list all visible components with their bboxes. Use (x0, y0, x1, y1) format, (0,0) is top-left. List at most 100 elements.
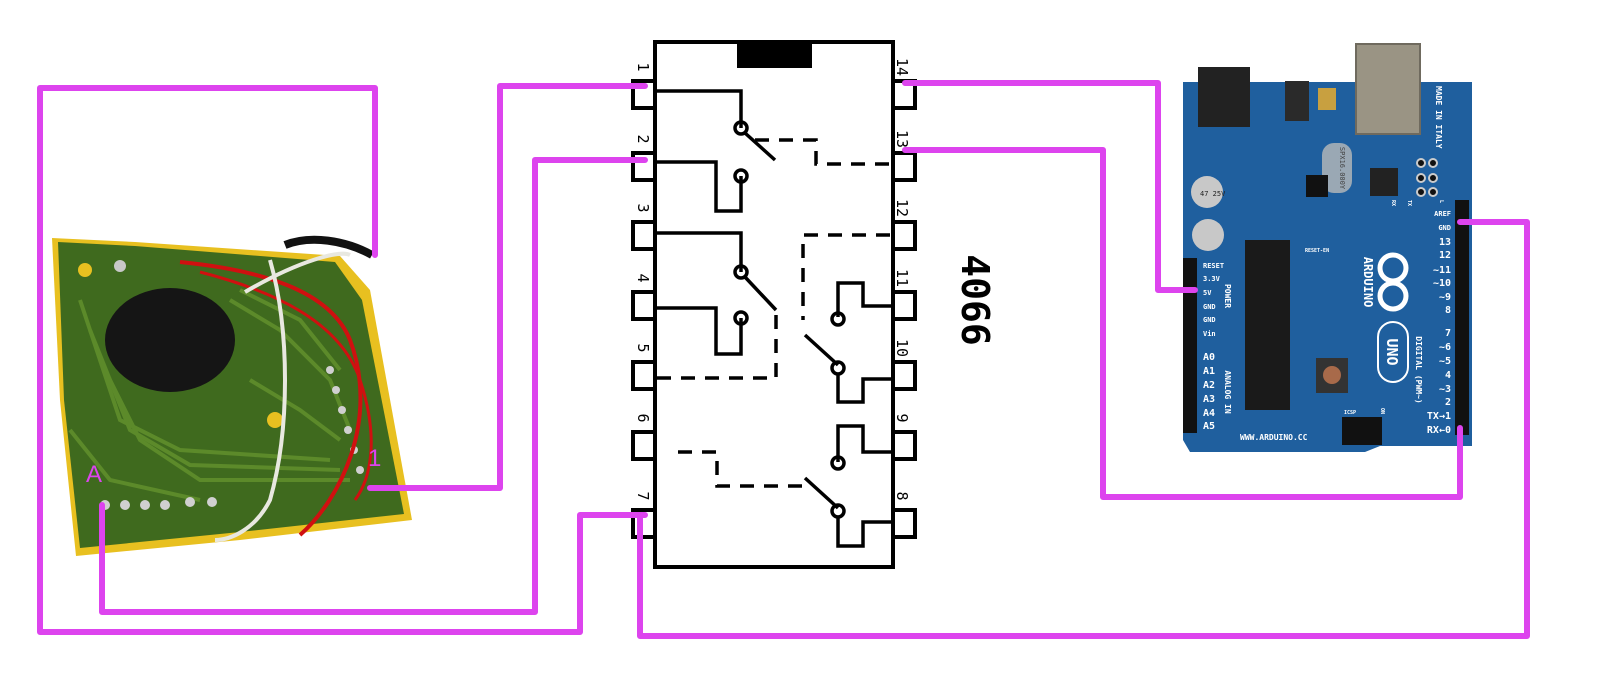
wire-pin14-to-5v (902, 80, 1198, 293)
arduino-uno: SPX16.000Y 47 25V ARDUINO UNO WWW.ARDUIN… (1183, 43, 1472, 452)
wire-pcb1-to-pin1 (367, 83, 648, 491)
ic-pin-left (631, 220, 655, 251)
ic-pin-right (893, 290, 917, 321)
digital-pin-label: ~3 (1439, 384, 1451, 395)
digital-header (1455, 200, 1469, 435)
usb-port (1355, 43, 1421, 135)
analog-pin-label: A4 (1203, 408, 1215, 419)
digital-label: DIGITAL (PWM~) (1414, 336, 1423, 403)
ic-pin-left (631, 290, 655, 321)
buzzer (105, 288, 235, 392)
digital-pin-label: ~6 (1439, 342, 1451, 353)
digital-pin-label: AREF (1434, 210, 1451, 218)
power-pin-label: RESET (1203, 262, 1224, 270)
digital-pin-label: 12 (1439, 250, 1451, 261)
digital-pin-label: ~11 (1433, 265, 1451, 276)
analog-pin-label: A3 (1203, 394, 1215, 405)
capacitor (1191, 176, 1223, 208)
ic-pin-number: 5 (634, 343, 652, 352)
arduino-model: UNO (1383, 338, 1401, 365)
ic-pin-left (631, 79, 655, 110)
digital-pin-label: 13 (1439, 237, 1451, 248)
pcb-label-a: A (86, 461, 102, 488)
red-wire (199, 270, 373, 501)
rx-label: RX (1390, 200, 1396, 206)
icsp-6pin-header (1416, 158, 1438, 197)
ic-pin-right (893, 360, 917, 391)
ic-pin-left (631, 430, 655, 461)
ic-pin-number: 3 (634, 203, 652, 212)
capacitor (1192, 219, 1224, 251)
reset-en-label: RESET-EN (1305, 248, 1329, 254)
made-in-italy: MADE IN ITALY (1434, 86, 1443, 149)
capacitor-label: 47 25V (1200, 190, 1226, 198)
ic-pin-number: 10 (893, 339, 911, 357)
pcb-label-1: 1 (368, 445, 381, 472)
tx-label: TX (1406, 200, 1412, 206)
arduino-brand: ARDUINO (1361, 257, 1375, 308)
digital-pin-label: ~10 (1433, 278, 1451, 289)
digital-pin-label: ~5 (1439, 356, 1451, 367)
digital-pin-label: ~9 (1439, 292, 1451, 303)
ic-pin-number: 2 (634, 134, 652, 143)
ic-pin-right (893, 151, 917, 182)
analog-pin-label: A1 (1203, 366, 1215, 377)
ic-pin-number: 6 (634, 413, 652, 422)
red-wire (179, 260, 363, 537)
ic-pin-number: 14 (893, 58, 911, 76)
white-wire (214, 251, 351, 542)
atmega-chip (1245, 240, 1290, 410)
power-label: POWER (1223, 284, 1232, 308)
analog-pin-label: A0 (1203, 352, 1215, 363)
ic-pin-number: 12 (893, 199, 911, 217)
ic-name: 4066 (953, 254, 997, 346)
ic-pin-number: 11 (893, 269, 911, 287)
pcb-board: A 1 (52, 235, 412, 556)
power-pin-label: GND (1203, 303, 1216, 311)
digital-pin-label: 4 (1445, 370, 1451, 381)
analog-pin-label: A2 (1203, 380, 1215, 391)
power-jack (1198, 67, 1250, 127)
ic-notch (737, 44, 812, 68)
l-label: L (1438, 200, 1444, 203)
digital-pin-label: 8 (1445, 305, 1451, 316)
wires (37, 80, 1530, 639)
digital-pin-label: 7 (1445, 328, 1451, 339)
on-label: ON (1379, 408, 1385, 414)
wire-pin13-to-digital (902, 147, 1463, 500)
icsp-header (1342, 417, 1382, 445)
ic-pin-number: 9 (893, 413, 911, 422)
arduino-url: WWW.ARDUINO.CC (1240, 433, 1308, 442)
power-pin-label: 5V (1203, 289, 1212, 297)
digital-pin-label: TX→1 (1427, 411, 1451, 422)
power-pin-label: Vin (1203, 330, 1216, 338)
ic-pin-right (893, 508, 917, 539)
ic-pin-number: 7 (634, 491, 652, 500)
icsp-label: ICSP (1344, 410, 1356, 416)
wire-pin7-to-gnd (637, 219, 1530, 639)
ic-pin-left (631, 360, 655, 391)
ic-pin-left (631, 508, 655, 539)
ic-pin-number: 1 (634, 62, 652, 71)
analog-pin-label: A5 (1203, 421, 1215, 432)
crystal-label: SPX16.000Y (1338, 147, 1346, 190)
wire-pcbA-to-pin2 (99, 157, 648, 615)
ic-pin-number: 13 (893, 130, 911, 148)
power-header (1183, 258, 1197, 433)
ic-pin-number: 8 (893, 491, 911, 500)
digital-pin-label: 2 (1445, 397, 1451, 408)
black-wire (283, 235, 374, 259)
ic-pin-number: 4 (634, 273, 652, 282)
ic-pin-right (893, 220, 917, 251)
digital-pin-label: GND (1438, 224, 1451, 232)
crystal (1322, 143, 1352, 193)
wire-pcb-loop-to-pin7 (37, 85, 648, 635)
power-pin-label: GND (1203, 316, 1216, 324)
ic-pin-right (893, 430, 917, 461)
arduino-logo (1377, 252, 1409, 312)
digital-pin-label: RX←0 (1427, 425, 1451, 436)
ic-pin-left (631, 151, 655, 182)
analog-label: ANALOG IN (1223, 370, 1232, 414)
